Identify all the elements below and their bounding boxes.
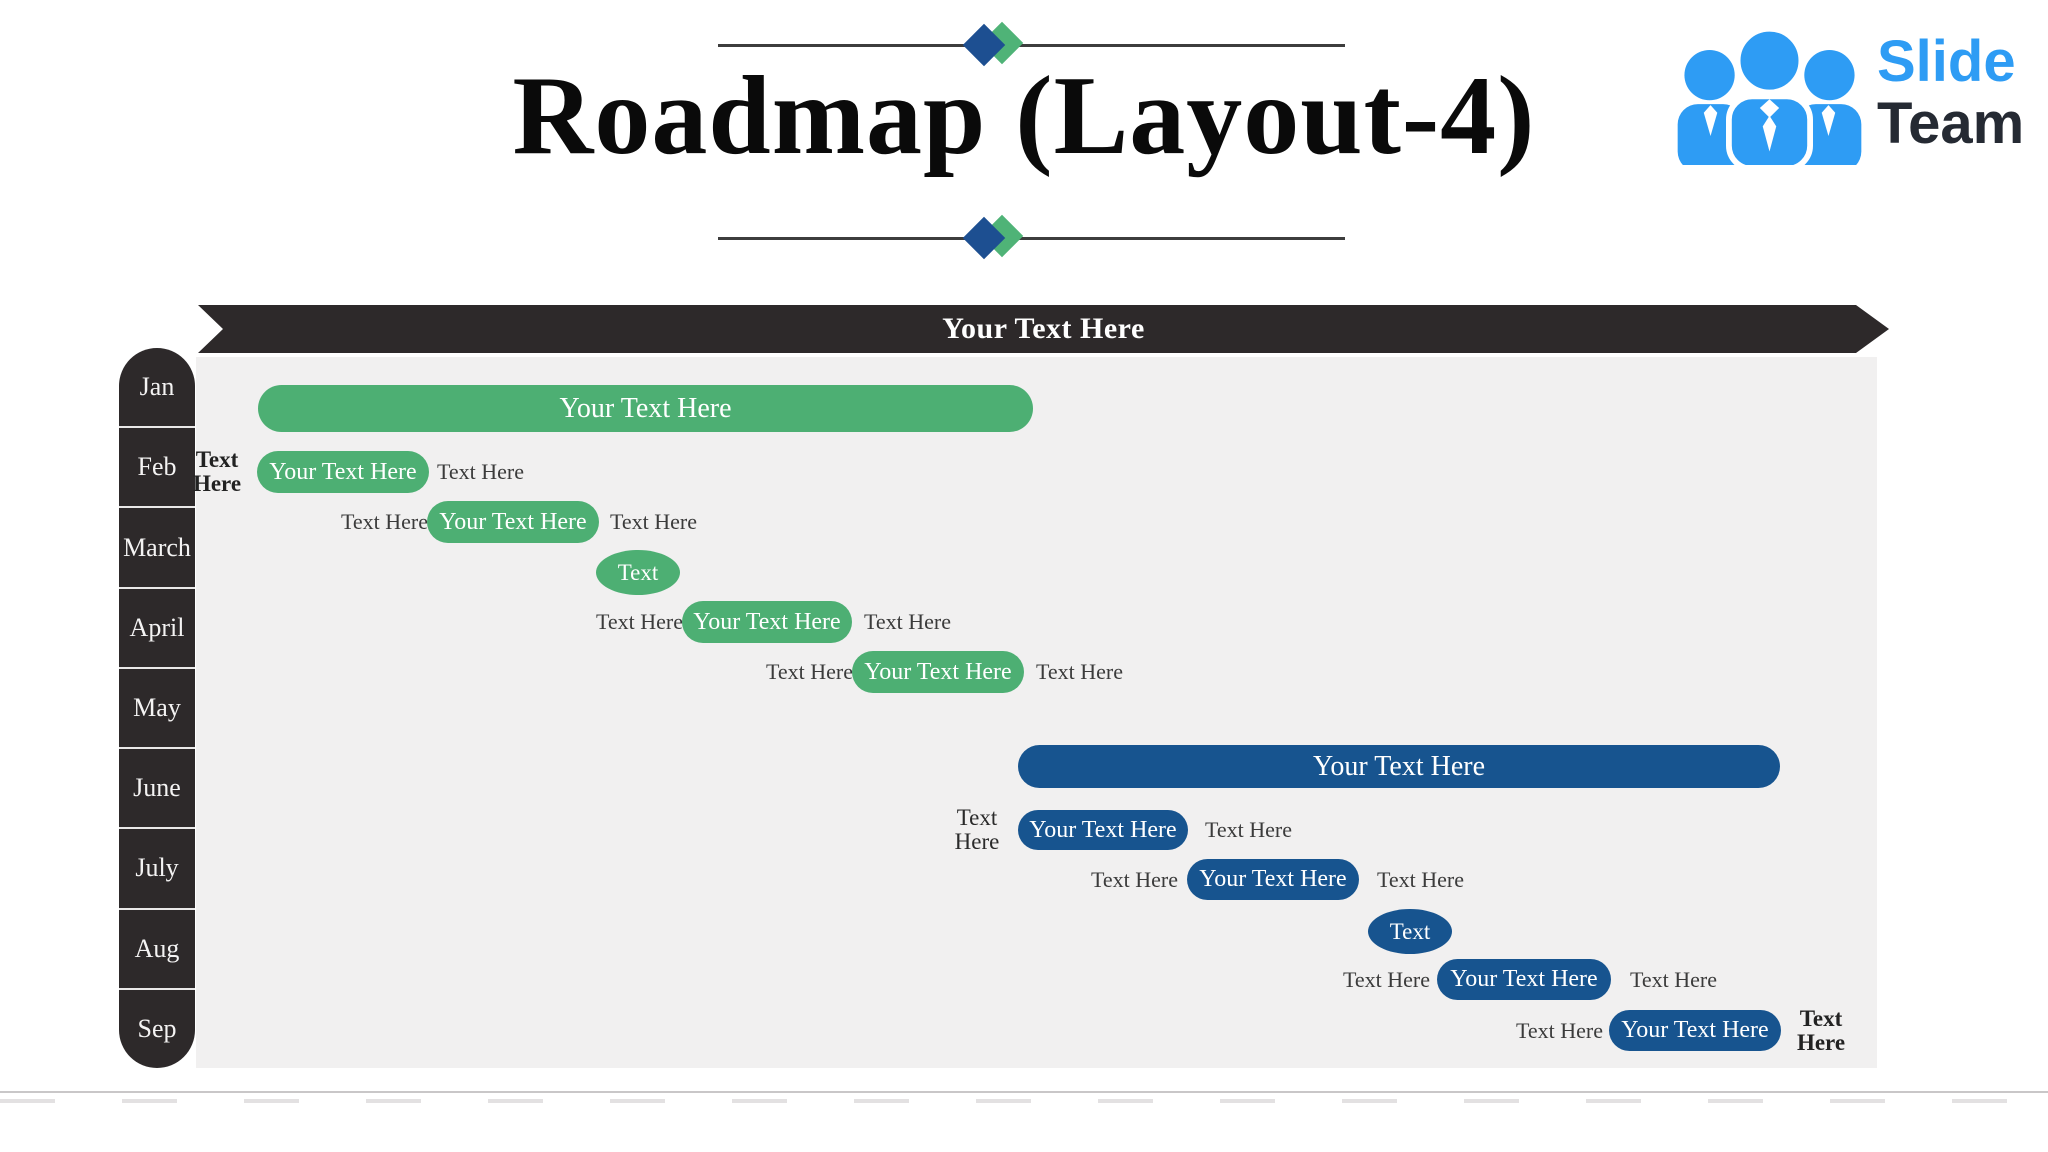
month-may: May	[119, 666, 195, 747]
month-april: April	[119, 586, 195, 667]
month-aug: Aug	[119, 907, 195, 988]
month-june: June	[119, 747, 195, 827]
blue-row2-pill[interactable]: Your Text Here	[1187, 859, 1359, 900]
logo-word-team: Team	[1877, 90, 2025, 156]
month-jan: Jan	[139, 372, 175, 402]
green-row2-pill[interactable]: Your Text Here	[427, 501, 599, 543]
blue-row3-right-label[interactable]: Text Here	[1630, 967, 1718, 992]
bottom-divider-line	[0, 1091, 2048, 1093]
blue-row1-left-label[interactable]: Text Here	[954, 805, 1000, 854]
banner-label: Your Text Here	[942, 312, 1145, 345]
blue-row1-right-label[interactable]: Text Here	[1205, 817, 1293, 842]
logo-word-slide: Slide	[1877, 29, 2016, 95]
green-row4-pill[interactable]: Your Text Here	[852, 651, 1024, 693]
month-feb: Feb	[119, 426, 195, 506]
blue-row3-left-label[interactable]: Text Here	[1343, 967, 1431, 992]
month-sep: Sep	[119, 987, 195, 1068]
green-row1-right-label[interactable]: Text Here	[437, 459, 525, 484]
roadmap-panel	[196, 357, 1877, 1068]
month-july: July	[119, 827, 195, 907]
banner-ribbon[interactable]: Your Text Here	[198, 305, 1889, 353]
blue-ellipse[interactable]: Text	[1368, 909, 1452, 954]
bottom-dashed-line	[0, 1099, 2048, 1103]
slideteam-logo: Slide Team	[1672, 20, 2024, 165]
blue-row4-right-label[interactable]: Text Here	[1796, 1006, 1846, 1055]
green-row3-right-label[interactable]: Text Here	[864, 609, 952, 634]
blue-row1-pill[interactable]: Your Text Here	[1018, 810, 1188, 850]
slideteam-people-icon	[1677, 25, 1862, 165]
green-row3-pill[interactable]: Your Text Here	[682, 601, 852, 643]
blue-row2-right-label[interactable]: Text Here	[1377, 867, 1465, 892]
blue-row4-left-label[interactable]: Text Here	[1516, 1018, 1604, 1043]
green-row2-right-label[interactable]: Text Here	[610, 509, 698, 534]
month-rail: Jan Feb March April May June July Aug Se…	[119, 348, 195, 1068]
blue-row3-pill[interactable]: Your Text Here	[1437, 959, 1611, 1000]
blue-bar[interactable]: Your Text Here	[1018, 745, 1780, 788]
month-march: March	[119, 506, 195, 586]
green-bar[interactable]: Your Text Here	[258, 385, 1033, 432]
green-ellipse[interactable]: Text	[596, 550, 680, 595]
green-row4-left-label[interactable]: Text Here	[766, 659, 854, 684]
decor-line-bottom	[718, 237, 1345, 240]
blue-row4-pill[interactable]: Your Text Here	[1609, 1010, 1781, 1051]
decor-line-top	[718, 44, 1345, 47]
green-row3-left-label[interactable]: Text Here	[596, 609, 684, 634]
green-row1-left-label[interactable]: Text Here	[192, 447, 242, 496]
page-title: Roadmap (Layout-4)	[512, 54, 1536, 178]
green-row4-right-label[interactable]: Text Here	[1036, 659, 1124, 684]
green-row1-pill[interactable]: Your Text Here	[257, 451, 429, 493]
green-row2-left-label[interactable]: Text Here	[341, 509, 429, 534]
blue-row2-left-label[interactable]: Text Here	[1091, 867, 1179, 892]
